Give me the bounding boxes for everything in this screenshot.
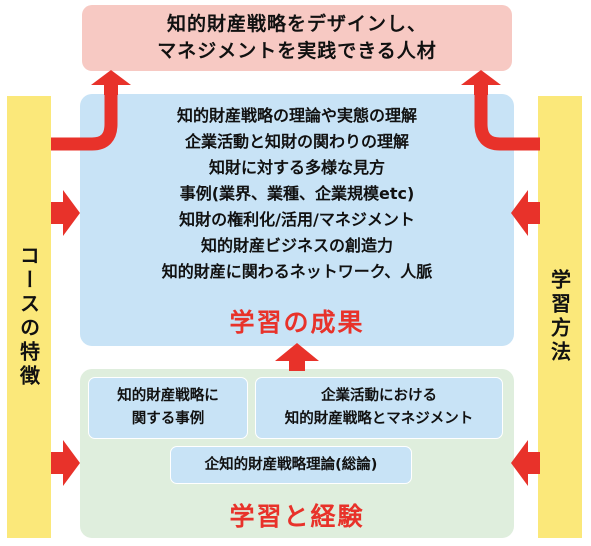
- arrow-left-icon: [511, 190, 540, 236]
- theory-card-label: 企知的財産戦略理論(総論): [204, 456, 378, 473]
- goal-line-2: マネジメントを実践できる人材: [157, 40, 437, 62]
- experience-title: 学習と経験: [229, 502, 365, 531]
- results-item: 知的財産ビジネスの創造力: [200, 236, 393, 255]
- results-item: 知財の権利化/活用/マネジメント: [179, 210, 415, 229]
- curved-arrow-left: [51, 84, 118, 151]
- results-item: 知財に対する多様な見方: [208, 158, 385, 177]
- theory-card: 企知的財産戦略理論(総論): [170, 446, 412, 484]
- course-features-label: コースの特徴: [16, 245, 41, 389]
- learning-method-label: 学習方法: [547, 269, 572, 365]
- learning-results-box: 知的財産戦略の理論や実態の理解 企業活動と知財の関わりの理解 知財に対する多様な…: [80, 94, 514, 346]
- corporate-strategy-card: 企業活動における 知的財産戦略とマネジメント: [255, 377, 503, 439]
- arrow-right-icon: [51, 190, 80, 236]
- results-title: 学習の成果: [229, 308, 365, 337]
- case-study-line-2: 関する事例: [131, 411, 205, 427]
- curved-arrow-right: [474, 84, 540, 151]
- corporate-strategy-line-1: 企業活動における: [321, 388, 437, 404]
- results-item: 事例(業界、業種、企業規模etc): [179, 184, 415, 203]
- learning-method-bar: 学習方法: [538, 96, 582, 538]
- arrow-up-icon: [91, 70, 131, 95]
- arrow-left-icon: [511, 440, 540, 486]
- arrow-up-icon: [461, 70, 501, 95]
- results-item: 知的財産戦略の理論や実態の理解: [176, 106, 417, 125]
- arrow-right-icon: [51, 440, 80, 486]
- course-features-bar: コースの特徴: [7, 96, 51, 538]
- results-item: 知的財産に関わるネットワーク、人脈: [161, 262, 433, 281]
- arrow-up-icon: [275, 343, 319, 371]
- corporate-strategy-line-2: 知的財産戦略とマネジメント: [284, 411, 474, 427]
- results-item: 企業活動と知財の関わりの理解: [184, 132, 409, 151]
- goal-box: 知的財産戦略をデザインし、 マネジメントを実践できる人材: [82, 5, 512, 71]
- case-study-line-1: 知的財産戦略に: [117, 388, 219, 404]
- case-study-card: 知的財産戦略に 関する事例: [88, 377, 248, 439]
- results-list: 知的財産戦略の理論や実態の理解 企業活動と知財の関わりの理解 知財に対する多様な…: [80, 103, 514, 285]
- goal-line-1: 知的財産戦略をデザインし、: [166, 13, 427, 35]
